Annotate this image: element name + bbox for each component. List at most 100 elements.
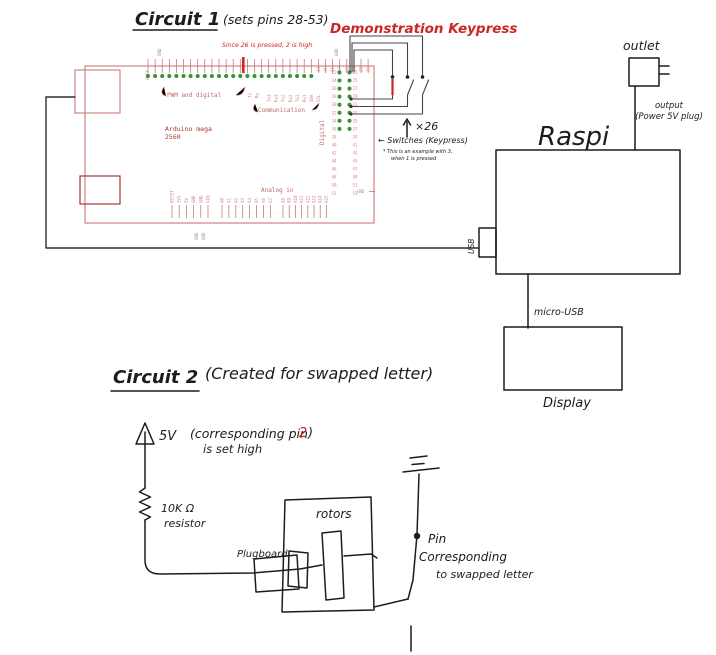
circuit2-title: Circuit 2 (113, 367, 198, 388)
pin-detail: Tx (248, 92, 253, 98)
arduino-board-outline (84, 65, 375, 224)
header-pin-dot (245, 74, 250, 78)
switches-label: ← Switches (Keypress) (378, 136, 468, 145)
switch-loop-inner (353, 49, 394, 77)
header-pin-dot (302, 74, 307, 78)
pin-detail: 20 (359, 66, 364, 72)
plugboard-tab (287, 550, 309, 589)
keypress-heading: Demonstration Keypress (330, 21, 517, 37)
digital-pin-number: 40 (331, 142, 337, 147)
micro-usb-label: micro-USB (534, 307, 584, 318)
digital-pin-number: 53 (353, 191, 359, 196)
display-box (503, 326, 623, 391)
pin-detail: A7 (268, 197, 273, 203)
pin-detail: A10 (293, 195, 298, 203)
raspi-box (495, 149, 681, 275)
header-pin-dot (337, 94, 342, 99)
pin-detail: A12 (305, 195, 310, 203)
plugboard-label: Plugboard (237, 549, 288, 560)
digital-pin-number: 32 (331, 110, 337, 115)
header-pin-dot (224, 74, 229, 78)
digital-pin-number: 52 (331, 191, 337, 196)
comm-brace (253, 102, 320, 113)
arduino-model: 2560 (165, 133, 181, 141)
outlet-label: outlet (623, 38, 661, 53)
header-pin-dot (153, 74, 158, 78)
header-pin-dot (337, 86, 342, 91)
header-pin-dot (188, 74, 193, 78)
switch1-top-contact (390, 75, 395, 79)
header-pin-dot (337, 70, 342, 75)
plugboard-box (253, 554, 300, 593)
header-pin-dot (259, 74, 264, 78)
digital-pin-number: 26 (331, 86, 337, 91)
analog-in-label: Analog in (261, 187, 294, 194)
switch3-top-contact (420, 75, 425, 79)
digital-pin-number: 33 (353, 110, 359, 115)
ground-icon (402, 455, 440, 473)
header-pin-dot (337, 118, 342, 123)
pin-detail: GND (198, 195, 203, 203)
arduino-usb-connector (74, 69, 121, 114)
header-pin-dot (337, 110, 342, 115)
header-pin-dot (288, 74, 292, 78)
digital-pin-number: 50 (331, 183, 337, 188)
digital-pin-number: 37 (353, 126, 359, 131)
header-pin-dot (231, 74, 236, 78)
pin-detail: VIN (206, 195, 211, 203)
pin-note-line1: Pin (428, 532, 446, 546)
rotor-slot (321, 530, 345, 601)
rotors-bottom-extension (373, 598, 409, 608)
switch-gnd-label: GND (334, 48, 339, 56)
raspi-label: Raspi (538, 122, 610, 152)
header-pin-dot (280, 74, 285, 78)
digital-pin-number: 48 (331, 175, 337, 180)
digital-pin-number: 47 (353, 167, 359, 172)
digital-pin-number: 30 (331, 102, 337, 107)
digital-pin-number: 44 (331, 159, 337, 164)
pin-detail: A4 (247, 197, 252, 203)
raspi-usb-port (478, 227, 497, 258)
switch3-return-wire (352, 94, 424, 115)
pin-detail: SDA (309, 94, 314, 102)
pwm-digital-label: PWM and digital (167, 92, 222, 99)
pin-detail: A2 (233, 197, 238, 203)
digital-pin-number: 24 (331, 78, 337, 83)
digital-pin-number: 35 (353, 118, 359, 123)
pin-junction-1 (349, 97, 353, 101)
pin-detail: GND (201, 232, 206, 240)
pin-detail: Rx1 (302, 94, 307, 102)
pin-detail: GND (194, 232, 199, 240)
circuit2-subtitle: (Created for swapped letter) (205, 364, 433, 383)
pin-detail: A9 (287, 197, 292, 203)
rotor-to-right-wire (343, 553, 378, 559)
pressed-pin-tick (242, 57, 245, 73)
header-pin-dot (238, 74, 243, 78)
digital-pin-number: 28 (331, 94, 337, 99)
pin-note-line2: Corresponding (419, 550, 507, 564)
header-pin-dot (252, 74, 257, 78)
pin-detail: SCL (316, 94, 321, 102)
digital-pin-number: 49 (353, 175, 359, 180)
pin-detail: A15 (324, 195, 329, 203)
pin-detail: 15 (323, 66, 328, 72)
header-pin-dot (146, 74, 150, 78)
header-pin-dot (181, 74, 186, 78)
digital-pin-number: 51 (353, 183, 359, 188)
header-pin-dot (347, 126, 352, 131)
times26-arrow-icon (402, 118, 412, 138)
outlet-prongs-icon (658, 65, 670, 75)
supply-note-line2: is set high (203, 442, 262, 456)
digital-pin-number: 41 (353, 142, 359, 147)
switch2-open-blade (406, 79, 415, 96)
digital-pin-number: 38 (331, 134, 337, 139)
header-pin-dot (273, 74, 278, 78)
switches-note-2: when 1 is pressed (391, 156, 437, 162)
header-pin-dot (347, 86, 352, 91)
header-pin-dot (266, 74, 271, 78)
